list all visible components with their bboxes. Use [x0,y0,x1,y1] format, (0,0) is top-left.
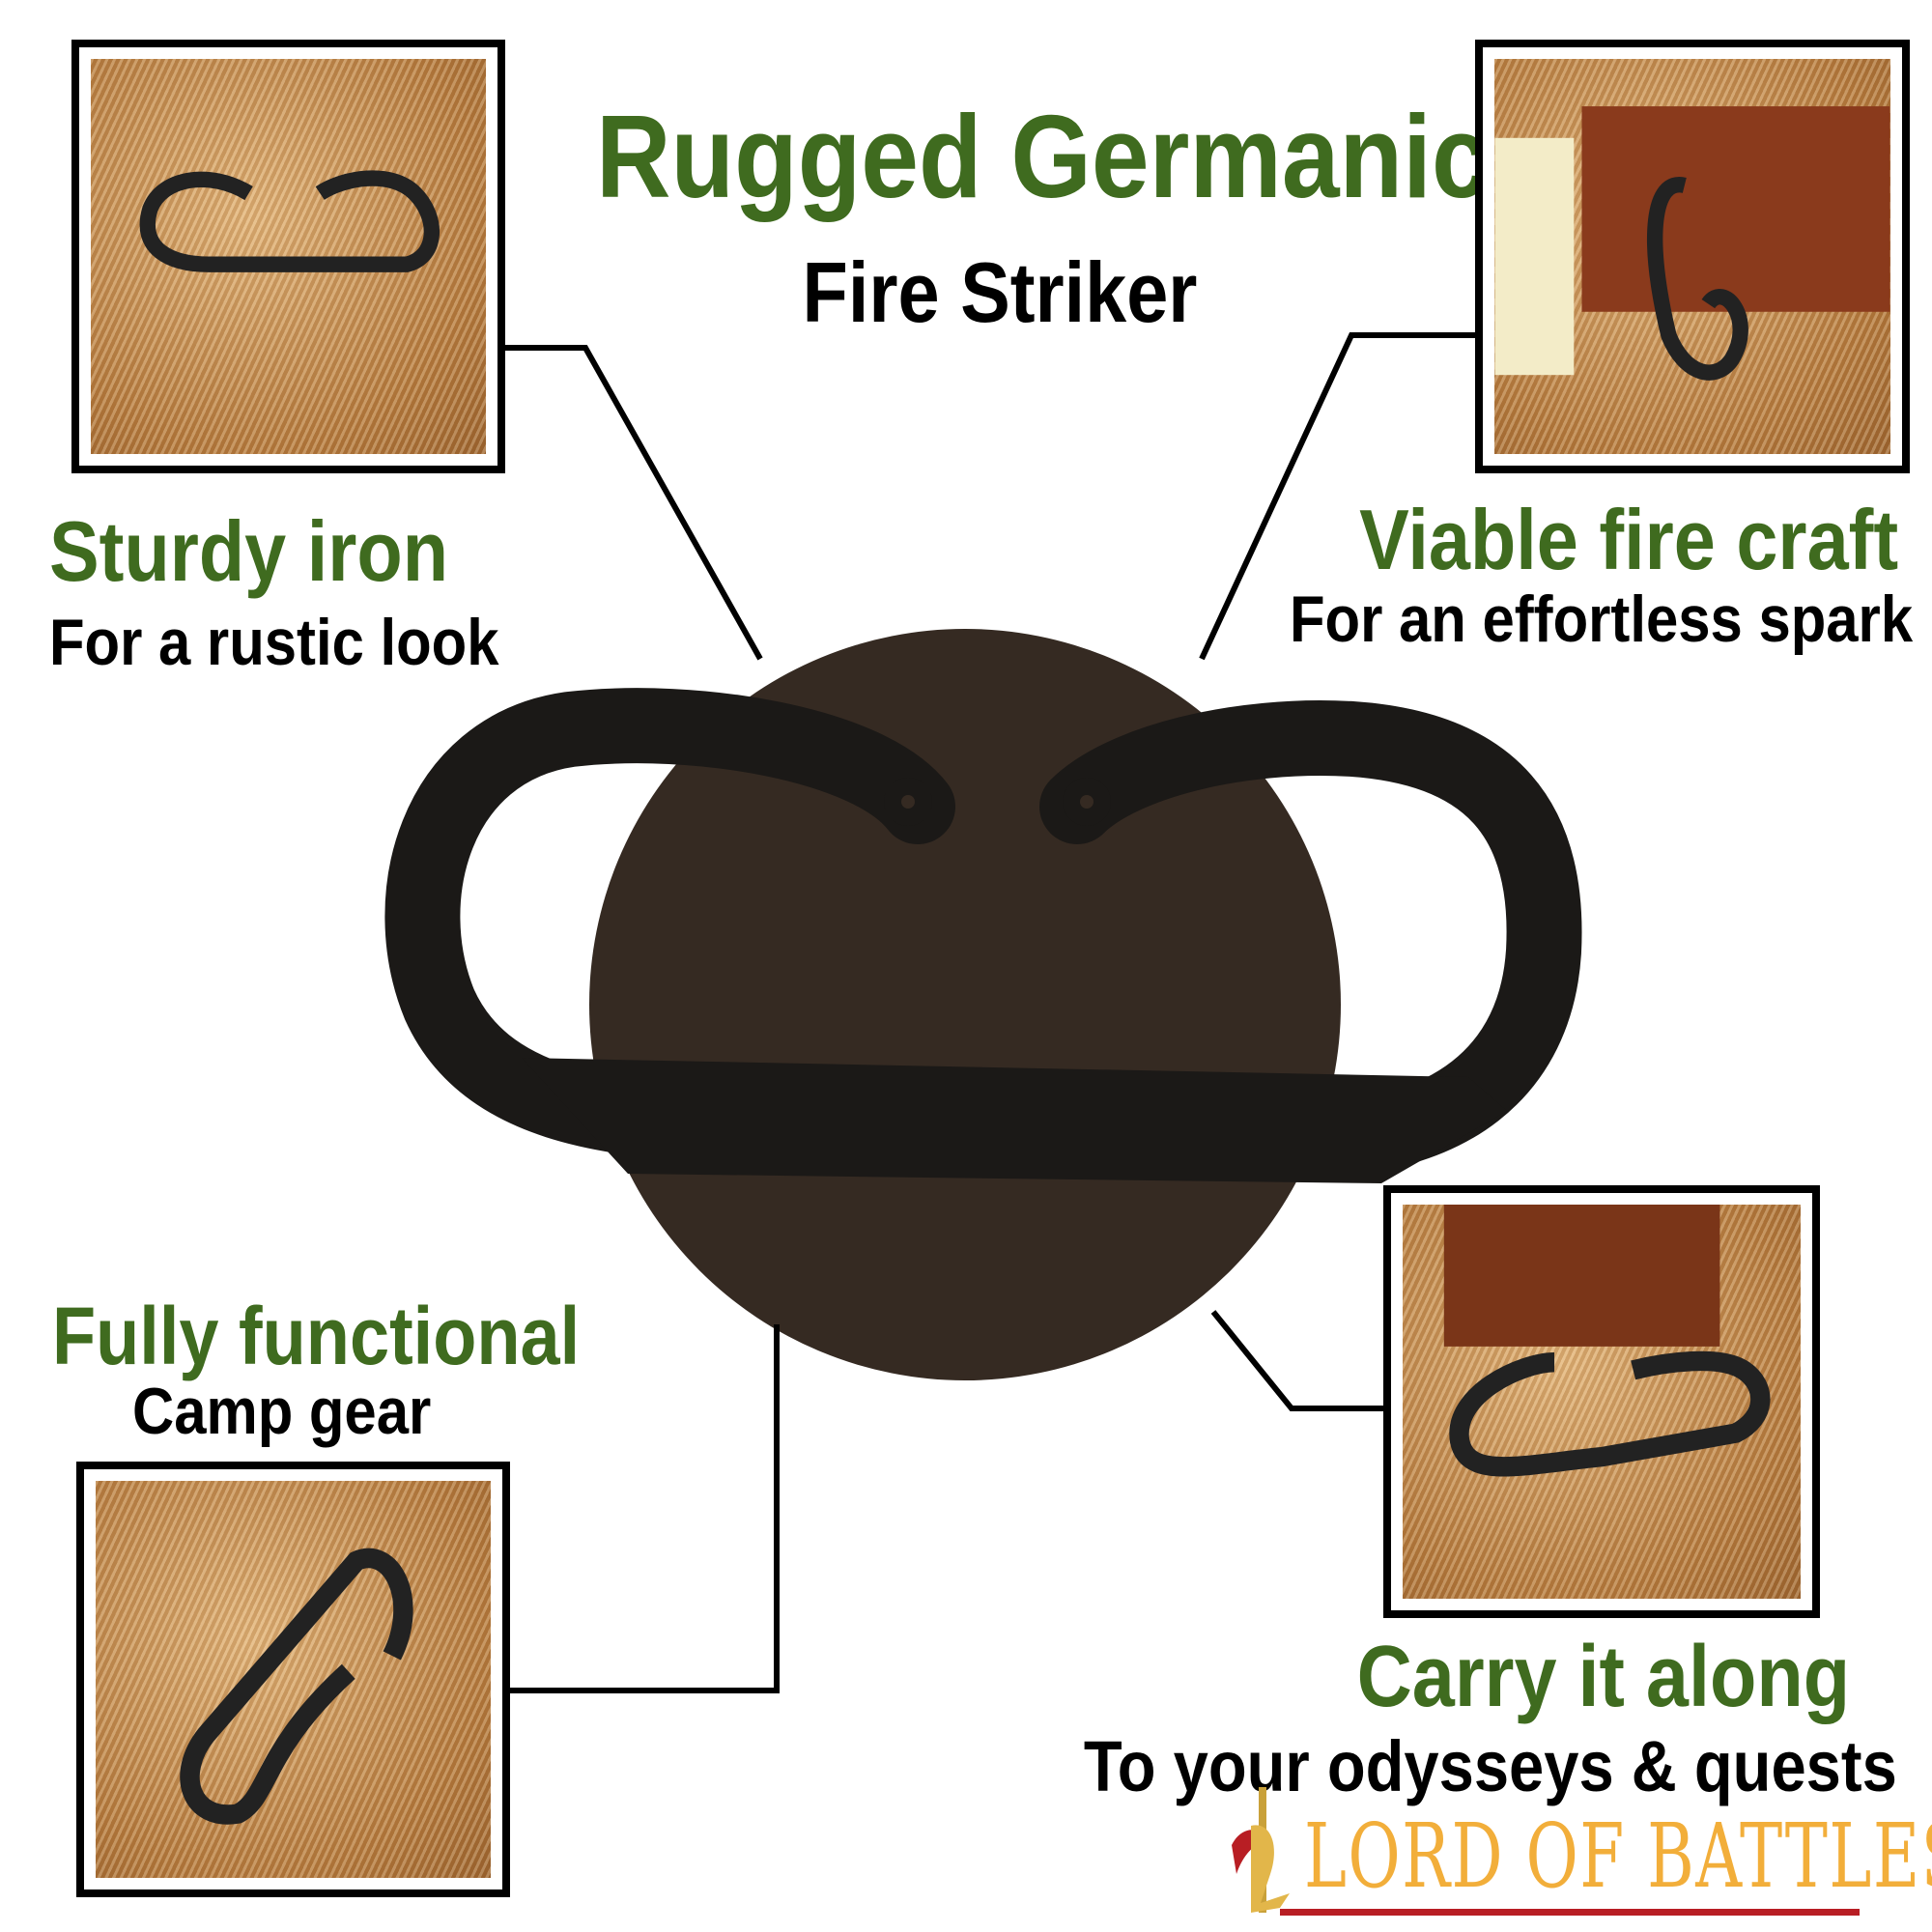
feature-heading-carry-it-along: Carry it along [1356,1629,1850,1725]
connector-top-left [505,345,763,661]
connector-bottom-right [1210,1310,1383,1411]
title-line-1: Rugged Germanic [596,91,1490,222]
feature-sub-camp-gear: Camp gear [132,1375,432,1448]
photo-top-right [1475,40,1910,473]
connector-bottom-left [510,1324,780,1693]
brand-logo: LORD OF BATTLES [1222,1787,1932,1922]
feature-heading-fire-craft: Viable fire craft [1358,492,1898,587]
photo-bottom-right [1383,1185,1820,1618]
logo-text: LORD OF BATTLES [1304,1804,1932,1908]
title-line-2: Fire Striker [802,244,1198,340]
feature-sub-effortless-spark: For an effortless spark [1289,582,1913,656]
fire-striker-main-image [384,688,1582,1183]
feature-heading-sturdy-iron: Sturdy iron [49,503,449,599]
feature-heading-fully-functional: Fully functional [52,1291,581,1381]
feature-sub-odysseys: To your odysseys & quests [1084,1726,1897,1806]
photo-top-left [71,40,505,473]
logo-underline [1280,1909,1860,1916]
backdrop-circle [589,629,1341,1380]
photo-bottom-left [76,1462,510,1897]
connector-top-right [1199,332,1475,661]
sword-crest-icon [1232,1787,1290,1913]
feature-sub-rustic-look: For a rustic look [49,606,499,679]
